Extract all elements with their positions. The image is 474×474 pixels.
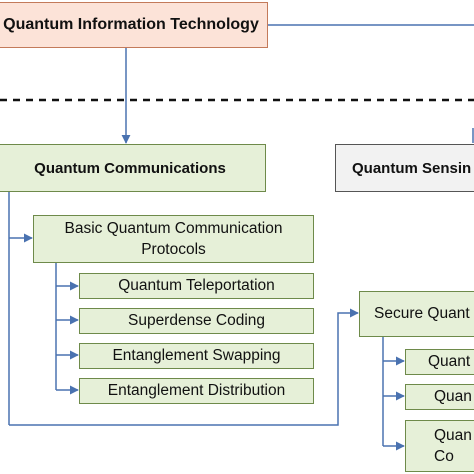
node-quantum-communications-label: Quantum Communications <box>34 159 226 177</box>
node-entanglement-distribution-label: Entanglement Distribution <box>107 382 286 399</box>
node-entanglement-swapping: Entanglement Swapping <box>79 343 314 369</box>
node-quantum-sensing-label: Quantum Sensin <box>352 159 472 177</box>
node-secure-child-2: Quan <box>405 384 474 410</box>
node-secure-child-1: Quant <box>405 349 474 375</box>
node-entanglement-distribution: Entanglement Distribution <box>79 378 314 404</box>
root-node: Quantum Information Technology <box>0 2 268 48</box>
node-superdense-coding-label: Superdense Coding <box>127 312 266 329</box>
root-node-label: Quantum Information Technology <box>3 16 259 33</box>
node-secure-child-2-label: Quan <box>434 388 472 405</box>
node-basic-protocols-label: Basic Quantum Communication Protocols <box>64 220 283 258</box>
node-basic-protocols: Basic Quantum Communication Protocols <box>33 215 314 263</box>
node-teleportation: Quantum Teleportation <box>79 273 314 299</box>
node-secure-quantum: Secure Quant <box>359 291 474 337</box>
node-secure-child-3: Quan Co <box>405 420 474 472</box>
node-teleportation-label: Quantum Teleportation <box>118 277 275 294</box>
node-quantum-sensing: Quantum Sensin <box>335 144 474 192</box>
node-superdense-coding: Superdense Coding <box>79 308 314 334</box>
node-secure-quantum-label: Secure Quant <box>374 305 470 322</box>
node-secure-child-3-label: Quan Co <box>434 427 472 465</box>
node-secure-child-1-label: Quant <box>428 353 471 370</box>
node-entanglement-swapping-label: Entanglement Swapping <box>112 347 281 364</box>
connector-to-secure <box>9 308 359 426</box>
node-quantum-communications: Quantum Communications <box>0 144 266 192</box>
